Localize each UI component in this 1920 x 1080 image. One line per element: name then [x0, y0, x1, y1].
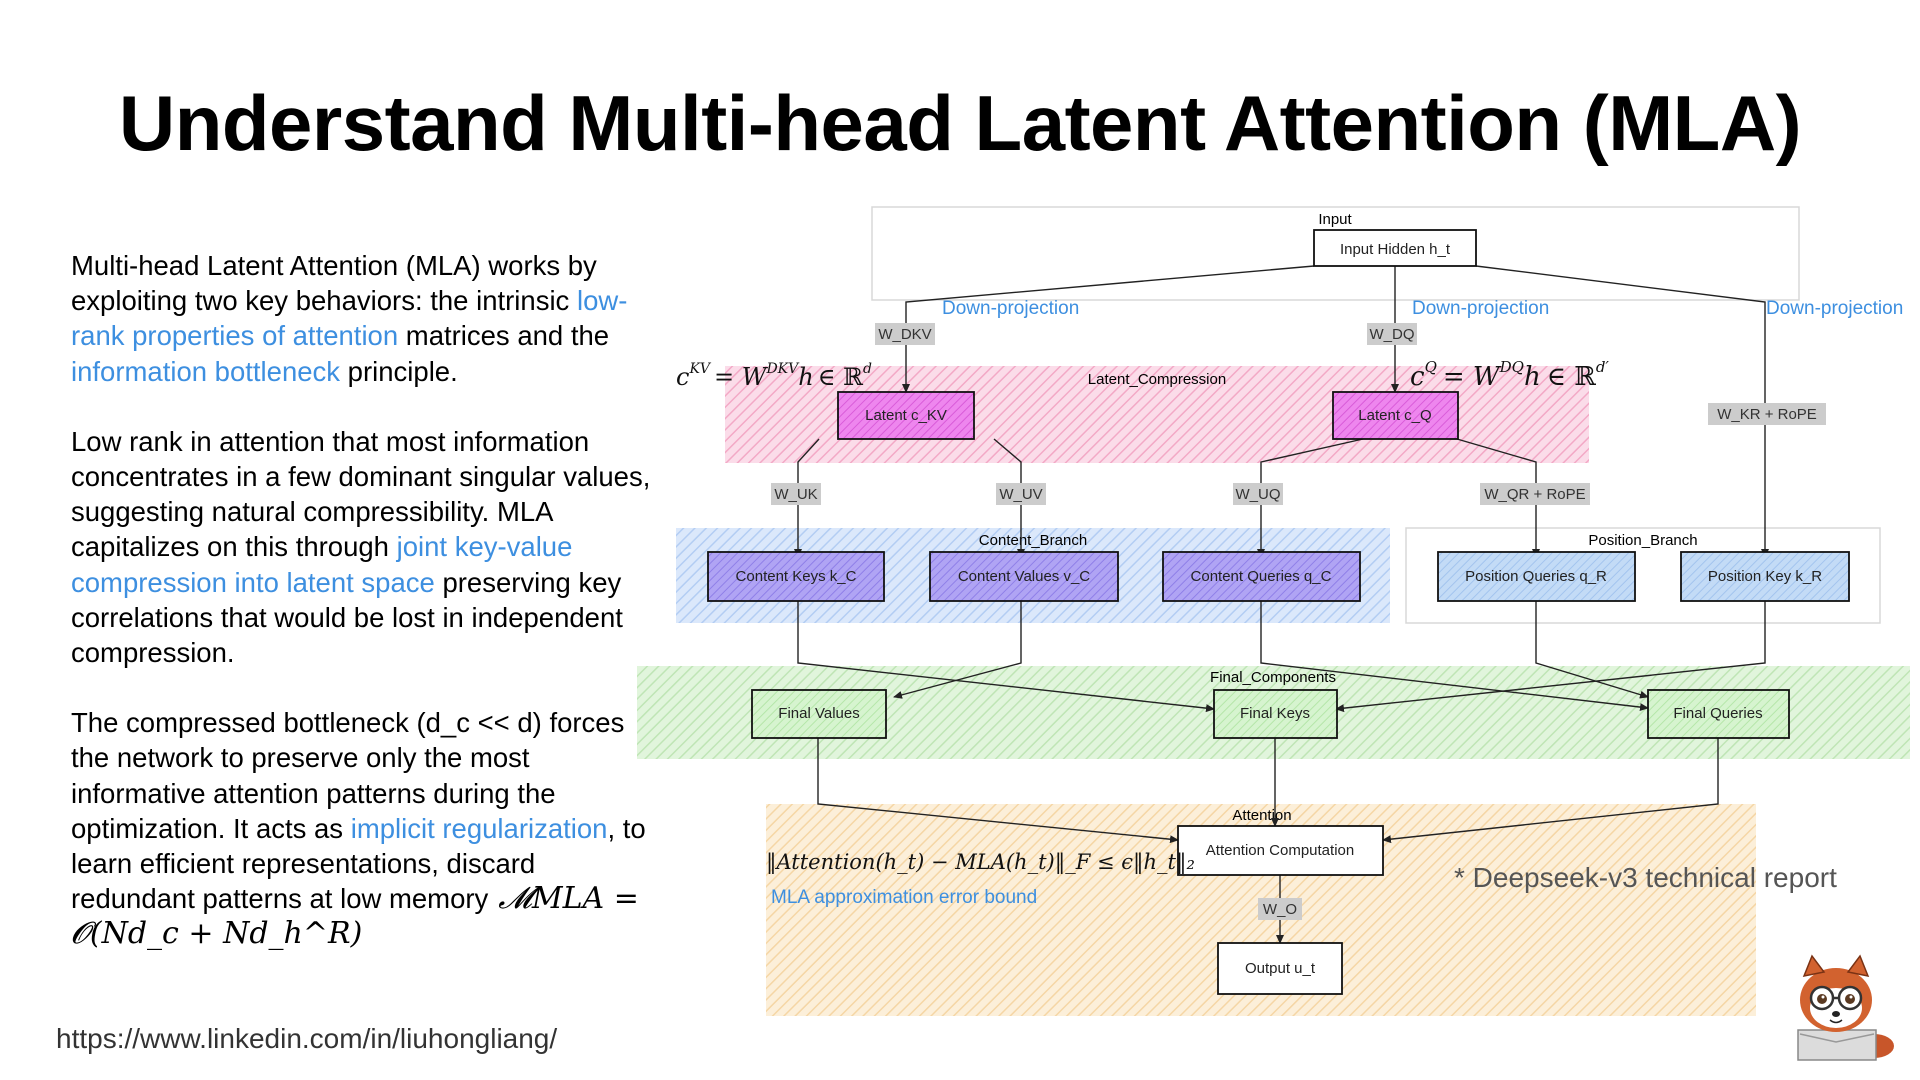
highlight-low-rank: low-rank properties of attention — [71, 285, 628, 352]
node-content-queries — [1162, 551, 1361, 602]
node-position-queries-label: Position Queries q_R — [1465, 568, 1607, 585]
w-dq-label: W_DQ — [1370, 326, 1415, 343]
node-latent-ckv — [837, 391, 975, 440]
edge-final-values-to-attention — [817, 738, 1179, 844]
node-position-queries — [1437, 551, 1636, 602]
node-position-key — [1680, 551, 1850, 602]
paragraph-text: Low rank in attention that most informat… — [71, 425, 651, 563]
w-uv-label-bg — [996, 483, 1046, 505]
w-uq-label-bg — [1233, 483, 1283, 505]
edge-ckv-to-vc — [993, 438, 1025, 558]
paragraph-text: principle. — [340, 355, 458, 387]
node-content-queries-label: Content Queries q_C — [1191, 568, 1332, 585]
highlight-joint-kv: joint key-value compression into latent … — [71, 531, 573, 598]
w-o-label-bg — [1258, 898, 1302, 920]
node-final-queries-label: Final Queries — [1673, 705, 1762, 722]
w-uv-label: W_UV — [999, 486, 1042, 503]
node-output — [1217, 942, 1343, 995]
edge-final-queries-to-attention — [1382, 738, 1719, 844]
red-panda-avatar — [1776, 942, 1900, 1066]
ckv-equation: cKV= WDKVh∈ ℝd — [676, 361, 872, 391]
edge-input-to-ckv — [902, 265, 1315, 393]
node-latent-cq-label: Latent c_Q — [1358, 407, 1431, 424]
edge-kc-to-final-keys — [797, 601, 1215, 713]
cq-equation: cQ= WDQh∈ ℝd′ — [1410, 358, 1609, 392]
w-kr-label-bg — [1708, 403, 1826, 425]
edge-qr-to-final-queries — [1535, 601, 1649, 699]
edge-qc-to-final-queries — [1260, 601, 1649, 712]
node-content-values-label: Content Values v_C — [958, 568, 1090, 585]
node-attention-computation — [1177, 825, 1384, 876]
edge-cq-to-qc — [1257, 438, 1364, 558]
paragraph-bottleneck: The compressed bottleneck (d_c << d) for… — [71, 705, 651, 951]
input-group — [871, 206, 1800, 301]
paragraph-text: matrices and the — [398, 320, 610, 352]
paragraph-text: preserving key correlations that would b… — [71, 566, 623, 669]
slide-title: Understand Multi-head Latent Attention (… — [118, 79, 1802, 167]
error-bound-label: MLA approximation error bound — [771, 887, 1037, 908]
w-dkv-label-bg — [875, 323, 935, 345]
edge-vc-to-final-values — [893, 601, 1022, 699]
memory-formula: 𝓜MLA = 𝓞(Nd_c + Nd_h^R) — [71, 881, 639, 952]
node-latent-cq — [1332, 391, 1459, 440]
error-bound-formula: ‖Attention(h_t) − MLA(h_t)‖_F ≤ ϵ‖h_t‖₂ — [766, 850, 1195, 875]
node-input-hidden — [1313, 229, 1477, 267]
position-group-label: Position_Branch — [1588, 532, 1697, 549]
node-attention-computation-label: Attention Computation — [1206, 842, 1354, 859]
node-final-keys — [1213, 689, 1338, 739]
input-group-label: Input — [1318, 211, 1352, 228]
paragraph-low-rank: Low rank in attention that most informat… — [71, 424, 651, 670]
paragraph-text: Multi-head Latent Attention (MLA) works … — [71, 250, 597, 317]
node-content-values — [929, 551, 1119, 602]
node-input-hidden-label: Input Hidden h_t — [1340, 241, 1451, 258]
down-projection-label-kr: Down-projection — [1766, 298, 1903, 319]
w-uk-label: W_UK — [774, 486, 817, 503]
attention-group-label: Attention — [1232, 807, 1291, 824]
node-content-keys — [707, 551, 885, 602]
source-note: * Deepseek-v3 technical report — [1454, 862, 1837, 893]
linkedin-url[interactable]: https://www.linkedin.com/in/liuhongliang… — [56, 1023, 558, 1054]
content-group-label: Content_Branch — [979, 532, 1087, 549]
edge-ckv-to-kc — [794, 438, 820, 558]
final-group-label: Final_Components — [1210, 669, 1336, 686]
w-kr-label: W_KR + RoPE — [1717, 406, 1817, 423]
node-final-keys-label: Final Keys — [1240, 705, 1310, 722]
highlight-implicit-reg: implicit regularization — [350, 812, 608, 844]
node-position-key-label: Position Key k_R — [1708, 568, 1822, 585]
w-dkv-label: W_DKV — [878, 326, 931, 343]
down-projection-label-kv: Down-projection — [942, 298, 1079, 319]
node-final-values — [751, 689, 887, 739]
edge-cq-to-qr — [1456, 438, 1540, 558]
node-latent-ckv-label: Latent c_KV — [865, 407, 947, 424]
w-qr-label: W_QR + RoPE — [1484, 486, 1585, 503]
w-qr-label-bg — [1480, 483, 1590, 505]
paragraph-text: The compressed bottleneck (d_c << d) for… — [71, 707, 625, 844]
node-content-keys-label: Content Keys k_C — [736, 568, 857, 585]
edge-input-to-kr — [1475, 265, 1769, 558]
node-final-queries — [1647, 689, 1790, 739]
w-uk-label-bg — [771, 483, 821, 505]
explanation-text: Multi-head Latent Attention (MLA) works … — [71, 248, 651, 987]
w-o-label: W_O — [1263, 901, 1297, 918]
paragraph-text: , to learn efficient representations, di… — [71, 812, 646, 915]
w-uq-label: W_UQ — [1236, 486, 1281, 503]
node-output-label: Output u_t — [1245, 960, 1316, 977]
edge-kr-to-final-keys — [1335, 601, 1766, 713]
node-final-values-label: Final Values — [778, 705, 859, 722]
paragraph-intro: Multi-head Latent Attention (MLA) works … — [71, 248, 651, 389]
latent-group-label: Latent_Compression — [1088, 371, 1226, 388]
down-projection-label-q: Down-projection — [1412, 298, 1549, 319]
w-dq-label-bg — [1367, 323, 1417, 345]
highlight-info-bottleneck: information bottleneck — [71, 355, 341, 387]
